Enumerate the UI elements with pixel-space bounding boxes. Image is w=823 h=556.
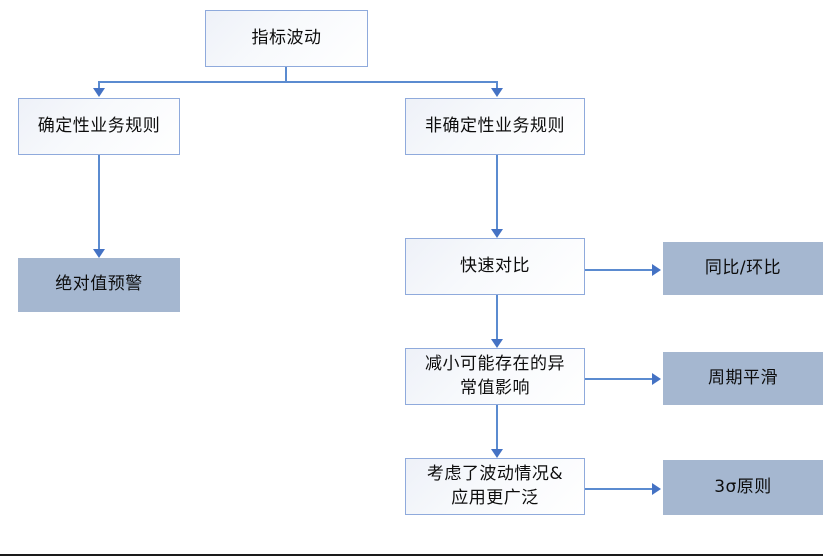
node-quick-compare-label: 快速对比 [460,255,530,276]
node-deterministic-rule-label: 确定性业务规则 [37,115,161,136]
arrow-step1-to-step2 [491,339,503,348]
arrow-left-to-result [93,249,105,258]
node-root-label: 指标波动 [251,27,322,48]
node-root[interactable]: 指标波动 [205,10,368,67]
node-reduce-outlier-impact-label: 减小可能存在的异 常值影响 [425,354,565,398]
edge-step1-to-method1 [585,269,653,271]
node-yoy-mom[interactable]: 同比/环比 [663,242,823,295]
edge-step2-to-step3 [496,405,498,451]
arrow-step3-to-method3 [652,483,661,495]
edge-root-to-left-drop [98,81,100,90]
edge-step3-to-method3 [585,488,653,490]
arrow-root-to-right [491,88,503,97]
node-cycle-smoothing-label: 周期平滑 [708,367,778,388]
arrow-step1-to-method1 [652,264,661,276]
node-reduce-outlier-impact[interactable]: 减小可能存在的异 常值影响 [405,348,585,405]
edge-right-to-step1 [496,155,498,231]
edge-step2-to-method2 [585,378,653,380]
node-deterministic-rule[interactable]: 确定性业务规则 [18,98,180,155]
node-nondeterministic-rule[interactable]: 非确定性业务规则 [405,98,585,155]
arrow-step2-to-method2 [652,373,661,385]
arrow-step2-to-step3 [491,449,503,458]
node-yoy-mom-label: 同比/环比 [704,257,782,278]
node-absolute-threshold-alert-label: 绝对值预警 [55,274,143,295]
edge-left-to-result [98,155,100,251]
node-consider-volatility[interactable]: 考虑了波动情况& 应用更广泛 [405,458,585,515]
node-cycle-smoothing[interactable]: 周期平滑 [663,352,823,405]
node-three-sigma-rule-label: 3σ原则 [714,476,772,497]
node-nondeterministic-rule-label: 非确定性业务规则 [425,115,565,136]
node-quick-compare[interactable]: 快速对比 [405,238,585,295]
edge-root-stem [285,67,287,83]
node-absolute-threshold-alert[interactable]: 绝对值预警 [18,258,180,312]
node-three-sigma-rule[interactable]: 3σ原则 [663,460,823,515]
arrow-right-to-step1 [491,229,503,238]
edge-root-crossbar [98,81,497,83]
edge-step1-to-step2 [496,295,498,341]
node-consider-volatility-label: 考虑了波动情况& 应用更广泛 [426,464,564,508]
arrow-root-to-left [93,88,105,97]
edge-root-to-right-drop [496,81,498,90]
